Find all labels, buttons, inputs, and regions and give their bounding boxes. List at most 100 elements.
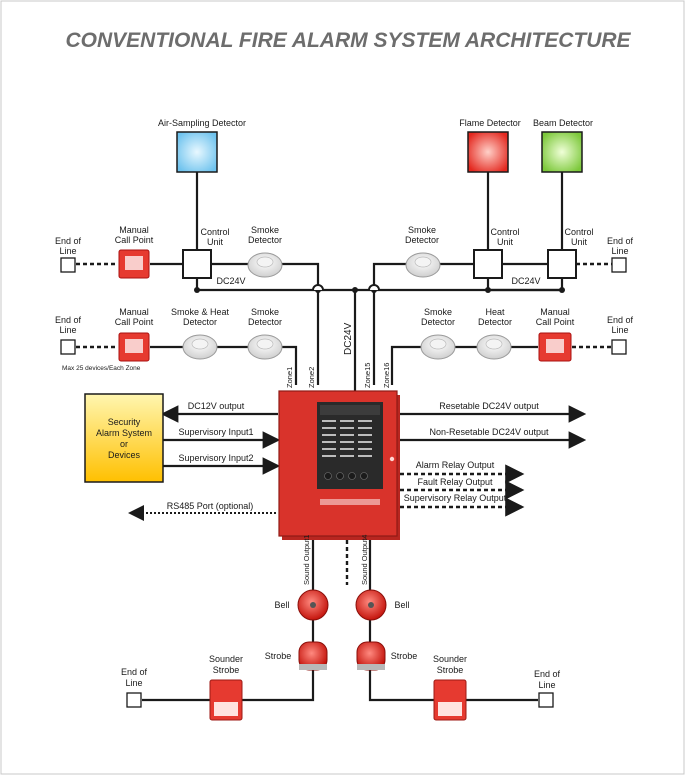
eol-label-line2: Line bbox=[59, 246, 76, 256]
control-unit-label-line1: Control bbox=[564, 227, 593, 237]
supervisory-input1-label: Supervisory Input1 bbox=[178, 427, 253, 437]
sounder-strobe-label-line2: Strobe bbox=[213, 665, 240, 675]
control-unit-label-line1: Control bbox=[490, 227, 519, 237]
end-of-line-icon bbox=[60, 257, 76, 273]
eol-label-line1: End of bbox=[55, 315, 82, 325]
control-unit-label-line2: Unit bbox=[207, 237, 224, 247]
non-resettable-output-label: Non-Resetable DC24V output bbox=[429, 427, 549, 437]
end-of-line-r2-left: End of Line bbox=[55, 315, 82, 355]
bell-label: Bell bbox=[394, 600, 409, 610]
security-line2: Alarm System bbox=[96, 428, 152, 438]
manual-call-point-r1: Manual Call Point bbox=[115, 225, 154, 279]
air-sampling-detector: Air-Sampling Detector bbox=[158, 118, 246, 173]
security-line4: Devices bbox=[108, 450, 141, 460]
air-sampling-icon bbox=[176, 131, 218, 173]
sounder-strobe-label-line1: Sounder bbox=[433, 654, 467, 664]
heat-detector-r2: Heat Detector bbox=[476, 307, 512, 360]
zone2-label: Zone2 bbox=[307, 367, 316, 388]
dc12v-output-label: DC12V output bbox=[188, 401, 245, 411]
max-devices-note: Max 25 devices/Each Zone bbox=[62, 365, 141, 372]
end-of-line-icon bbox=[60, 339, 76, 355]
strobe-right: Strobe bbox=[356, 641, 417, 671]
smoke-label-line2: Detector bbox=[248, 235, 282, 245]
sounder-strobe-label-line2: Strobe bbox=[437, 665, 464, 675]
sounder-strobe-left: Sounder Strobe bbox=[209, 654, 243, 721]
end-of-line-r1-right: End of Line bbox=[607, 236, 634, 273]
supervisory-relay-label: Supervisory Relay Output bbox=[404, 493, 507, 503]
sounder-strobe-right: Sounder Strobe bbox=[433, 654, 467, 721]
control-unit-label-line2: Unit bbox=[571, 237, 588, 247]
end-of-line-bottom-right: End of Line bbox=[534, 669, 561, 708]
manual-call-point-r2-right: Manual Call Point bbox=[536, 307, 575, 362]
fault-relay-label: Fault Relay Output bbox=[417, 477, 493, 487]
dc24v-vertical-label: DC24V bbox=[343, 322, 354, 355]
eol-label-line1: End of bbox=[121, 667, 148, 677]
control-unit-label-line1: Control bbox=[200, 227, 229, 237]
eol-label-line1: End of bbox=[607, 236, 634, 246]
control-unit-icon bbox=[547, 249, 577, 279]
resettable-output-label: Resetable DC24V output bbox=[439, 401, 539, 411]
diagram-title: CONVENTIONAL FIRE ALARM SYSTEM ARCHITECT… bbox=[65, 29, 631, 52]
end-of-line-r2-right: End of Line bbox=[607, 315, 634, 355]
control-unit-flame: Control Unit bbox=[473, 227, 520, 279]
eol-label-line1: End of bbox=[534, 669, 561, 679]
end-of-line-icon bbox=[611, 339, 627, 355]
control-unit-icon bbox=[182, 249, 212, 279]
flame-label: Flame Detector bbox=[459, 118, 521, 128]
zone16-label: Zone16 bbox=[382, 363, 391, 388]
smoke-label-line1: Smoke bbox=[251, 225, 279, 235]
smoke-label-line1: Smoke bbox=[424, 307, 452, 317]
smoke-detector-r1-right: Smoke Detector bbox=[405, 225, 441, 278]
dc24v-label-right: DC24V bbox=[511, 276, 540, 286]
mcp-label-line1: Manual bbox=[119, 225, 149, 235]
control-unit-label-line2: Unit bbox=[497, 237, 514, 247]
end-of-line-bottom-left: End of Line bbox=[121, 667, 148, 708]
sound-output4-label: Sound Output4 bbox=[360, 535, 369, 585]
end-of-line-icon bbox=[611, 257, 627, 273]
mcp-label-line2: Call Point bbox=[536, 317, 575, 327]
mcp-label-line1: Manual bbox=[540, 307, 570, 317]
flame-detector-icon bbox=[467, 131, 509, 173]
smoke-label-line2: Detector bbox=[421, 317, 455, 327]
smoke-heat-detector-r2: Smoke & Heat Detector bbox=[171, 307, 230, 360]
smoke-label-line1: Smoke bbox=[251, 307, 279, 317]
alarm-relay-label: Alarm Relay Output bbox=[416, 460, 495, 470]
smoke-detector-r2-left: Smoke Detector bbox=[247, 307, 283, 360]
security-line3: or bbox=[120, 439, 128, 449]
smoke-detector-r2-right: Smoke Detector bbox=[420, 307, 456, 360]
strobe-left: Strobe bbox=[265, 641, 328, 671]
eol-label-line2: Line bbox=[611, 246, 628, 256]
zone15-label: Zone15 bbox=[363, 363, 372, 388]
control-unit-left: Control Unit bbox=[182, 227, 230, 279]
bell-left: Bell bbox=[274, 589, 329, 621]
sound-output1-label: Sound Output1 bbox=[302, 535, 311, 585]
dc24v-label-left: DC24V bbox=[216, 276, 245, 286]
eol-label-line2: Line bbox=[611, 325, 628, 335]
sounder-strobe-label-line1: Sounder bbox=[209, 654, 243, 664]
eol-label-line2: Line bbox=[125, 678, 142, 688]
fire-alarm-control-panel bbox=[278, 390, 400, 540]
smoke-label-line2: Detector bbox=[248, 317, 282, 327]
smoke-heat-label-line2: Detector bbox=[183, 317, 217, 327]
beam-detector-icon bbox=[541, 131, 583, 173]
wiring bbox=[76, 172, 612, 702]
end-of-line-icon bbox=[126, 692, 142, 708]
eol-label-line1: End of bbox=[607, 315, 634, 325]
bell-label: Bell bbox=[274, 600, 289, 610]
eol-label-line2: Line bbox=[59, 325, 76, 335]
security-line1: Security bbox=[108, 417, 141, 427]
manual-call-point-r2-left: Manual Call Point bbox=[115, 307, 154, 362]
smoke-label-line2: Detector bbox=[405, 235, 439, 245]
mcp-label-line1: Manual bbox=[119, 307, 149, 317]
beam-detector: Beam Detector bbox=[533, 118, 593, 173]
smoke-label-line1: Smoke bbox=[408, 225, 436, 235]
rs485-port-label: RS485 Port (optional) bbox=[167, 501, 254, 511]
heat-label-line1: Heat bbox=[485, 307, 505, 317]
mcp-label-line2: Call Point bbox=[115, 317, 154, 327]
zone1-label: Zone1 bbox=[285, 367, 294, 388]
security-alarm-box: Security Alarm System or Devices bbox=[84, 393, 164, 483]
eol-label-line1: End of bbox=[55, 236, 82, 246]
end-of-line-icon bbox=[538, 692, 554, 708]
smoke-detector-r1-left: Smoke Detector bbox=[247, 225, 283, 278]
